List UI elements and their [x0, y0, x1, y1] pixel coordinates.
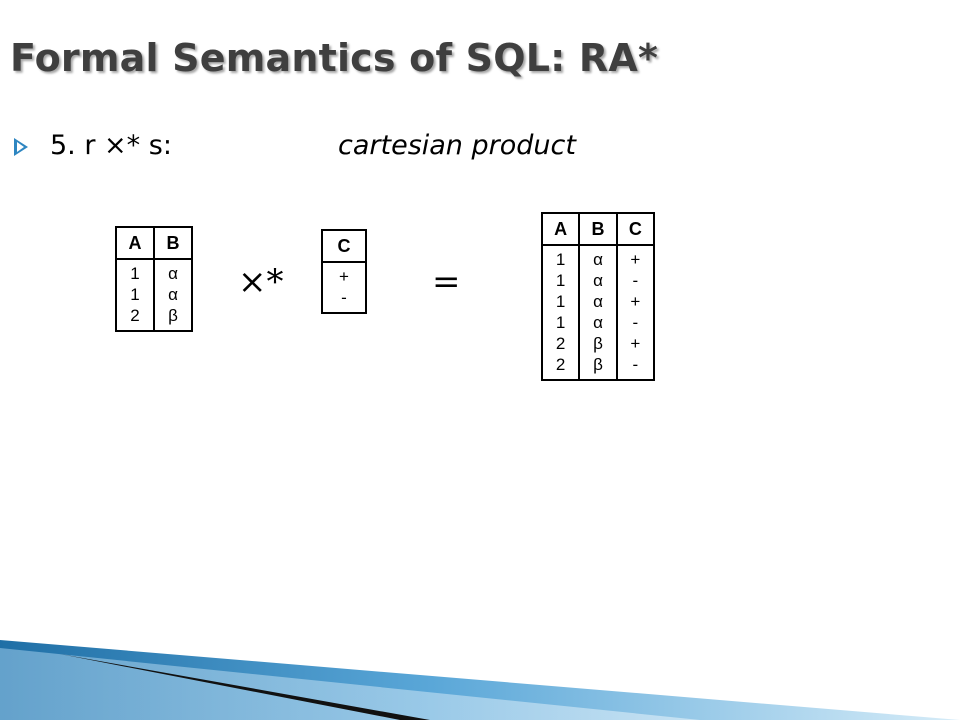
table-cell: 1: [555, 271, 566, 290]
column-header: B: [153, 228, 191, 258]
table-cell: 1: [555, 313, 566, 332]
table-cell: α: [593, 271, 603, 290]
item-description: cartesian product: [338, 130, 576, 161]
result-table: A B C 1 1 1 1 2 2 α α α α β β + - + - + …: [541, 212, 655, 381]
table-column: α α α α β β: [578, 246, 615, 379]
relation-r-table: A B 1 1 2 α α β: [115, 226, 193, 332]
arrow-bullet-icon: [14, 138, 28, 156]
column-header: C: [615, 214, 653, 244]
table-cell: 1: [130, 285, 140, 304]
equals-sign: =: [432, 262, 461, 302]
table-cell: 2: [555, 355, 566, 374]
cartesian-product-operator: ×*: [238, 262, 284, 302]
table-cell: 2: [130, 306, 140, 325]
column-header: A: [554, 219, 568, 239]
table-cell: α: [593, 292, 603, 311]
table-cell: -: [632, 355, 639, 374]
table-cell: +: [339, 267, 349, 286]
table-cell: β: [168, 306, 178, 325]
table-cell: α: [168, 285, 178, 304]
footer-swoosh-decoration: [0, 640, 960, 720]
table-column: + - + - + -: [615, 246, 653, 379]
table-column: + -: [323, 263, 365, 312]
table-cell: 2: [555, 334, 566, 353]
table-header: A B: [117, 228, 191, 260]
table-column: α α β: [153, 260, 191, 330]
table-cell: β: [593, 334, 603, 353]
table-cell: +: [630, 292, 641, 311]
table-cell: α: [593, 250, 603, 269]
table-column: 1 1 2: [117, 260, 153, 330]
slide-title: Formal Semantics of SQL: RA*: [10, 36, 659, 80]
table-cell: +: [630, 250, 641, 269]
table-cell: 1: [555, 292, 566, 311]
list-item-expression: 5. r ×* s:: [50, 130, 172, 161]
table-cell: β: [593, 355, 603, 374]
table-cell: -: [341, 288, 347, 307]
table-cell: 1: [130, 264, 140, 283]
table-cell: -: [632, 271, 639, 290]
table-header: A B C: [543, 214, 653, 246]
table-cell: -: [632, 313, 639, 332]
column-header: B: [578, 214, 615, 244]
item-expression: r ×* s:: [84, 130, 172, 161]
table-cell: +: [630, 334, 641, 353]
table-column: 1 1 1 1 2 2: [543, 246, 578, 379]
table-header: C: [323, 231, 365, 263]
column-header: C: [337, 236, 351, 256]
item-number: 5.: [50, 130, 76, 161]
column-header: A: [128, 233, 142, 253]
relation-s-table: C + -: [321, 229, 367, 314]
table-cell: α: [593, 313, 603, 332]
table-cell: 1: [555, 250, 566, 269]
table-cell: α: [168, 264, 178, 283]
